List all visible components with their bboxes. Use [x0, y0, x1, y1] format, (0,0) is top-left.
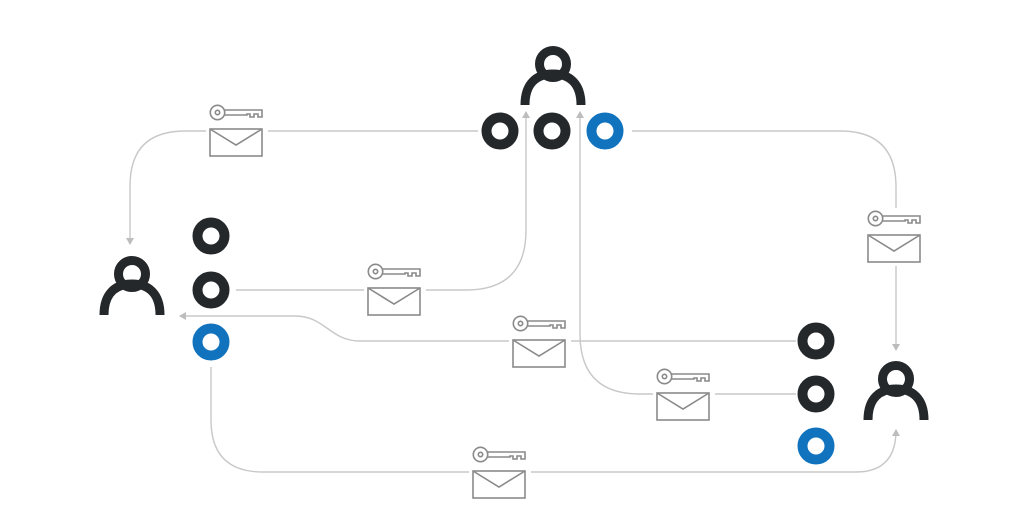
connectors: [126, 111, 900, 473]
connector-right-to-top: [576, 111, 796, 395]
person-icon: [104, 261, 160, 316]
participant-right: [797, 322, 925, 465]
key-envelope-icon: [653, 366, 715, 424]
key-slot-highlight: [192, 323, 230, 361]
person-icon: [525, 51, 581, 106]
key-slot-dark: [533, 112, 571, 150]
key-slot-dark: [192, 271, 230, 309]
message-tokens: [206, 102, 926, 502]
key-envelope-icon: [864, 208, 926, 266]
key-envelope-icon: [364, 261, 426, 319]
person-icon: [868, 366, 924, 421]
key-slot-highlight: [586, 112, 624, 150]
key-slot-dark: [481, 112, 519, 150]
participant-left: [104, 217, 230, 361]
key-envelope-icon: [469, 444, 531, 502]
key-envelope-icon: [509, 313, 571, 371]
key-slot-dark: [797, 375, 835, 413]
key-slot-dark: [192, 217, 230, 255]
key-slot-dark: [797, 322, 835, 360]
connector-top-to-left: [126, 130, 478, 245]
connector-left-to-top: [236, 111, 530, 291]
participant-top: [481, 51, 624, 150]
connector-left-to-right: [210, 367, 900, 473]
key-slot-highlight: [797, 427, 835, 465]
connector-right-to-left: [179, 312, 796, 342]
key-envelope-icon: [206, 102, 268, 160]
connector-top-to-right: [632, 130, 900, 351]
